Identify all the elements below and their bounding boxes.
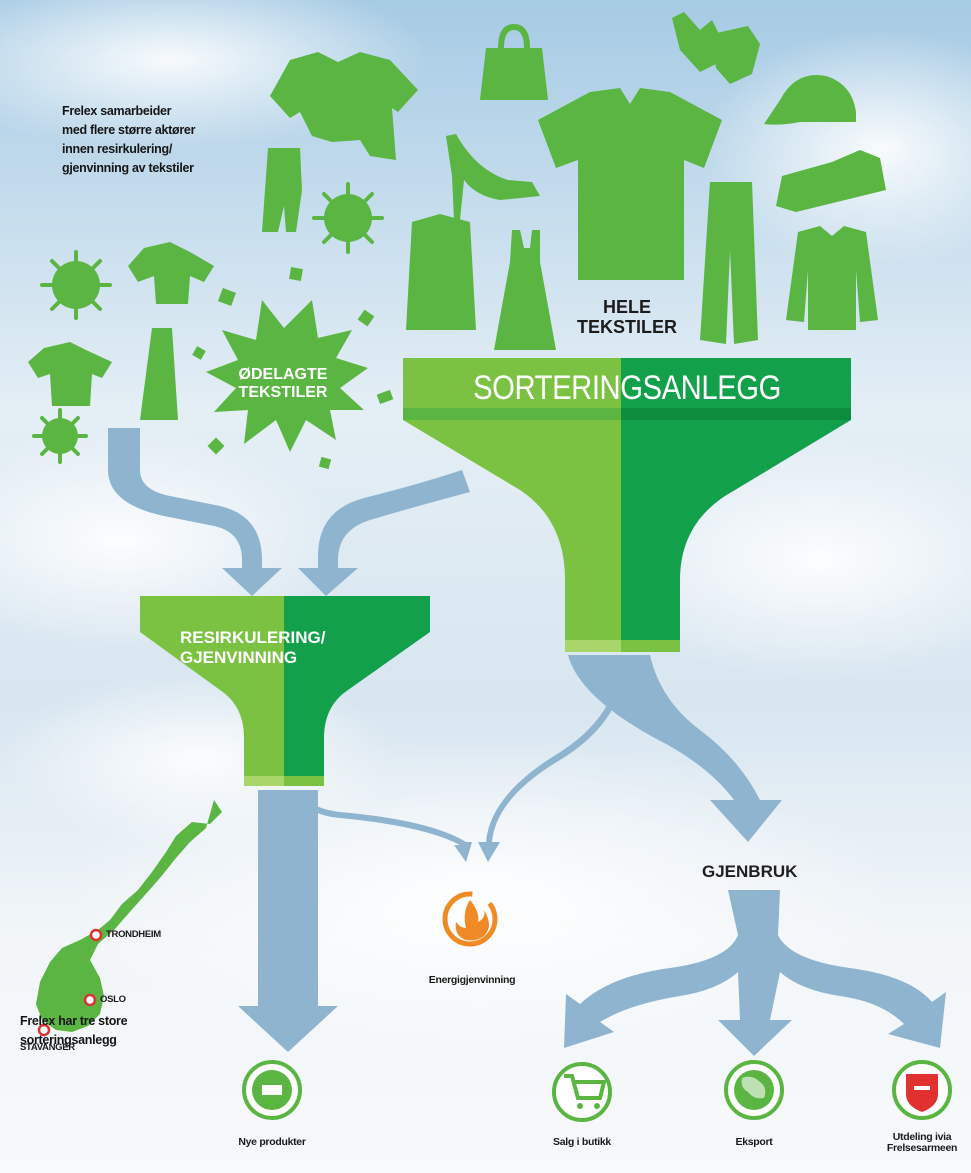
- map-caption-line-2: sorteringsanlegg: [20, 1033, 117, 1047]
- high-heel-icon: [446, 134, 540, 220]
- intro-line: med flere større aktører: [62, 123, 196, 137]
- globe-icon: [724, 1060, 784, 1120]
- burst-shape: [206, 300, 368, 452]
- damaged-textiles: [28, 52, 418, 470]
- map-caption-line-1: Frelex har tre store: [20, 1014, 128, 1028]
- dress-icon: [494, 230, 556, 350]
- damaged-textiles-line-2: TEKSTILER: [238, 384, 328, 401]
- whole-textiles: [406, 12, 886, 350]
- torn-tshirt-icon: [270, 52, 418, 160]
- recycling-label: RESIRKULERING/ GJENVINNING: [180, 628, 400, 668]
- salvation-army-icon: [892, 1060, 952, 1120]
- energy-recovery-label: Energigjenvinning: [428, 974, 516, 986]
- pants-icon: [700, 182, 758, 344]
- intro-line: gjenvinning av tekstiler: [62, 161, 194, 175]
- mite-spikes: [32, 182, 384, 464]
- energy-recovery-icon: [442, 891, 498, 947]
- distribution-label: Utdeling ivia Frelsesarmeen: [876, 1132, 968, 1154]
- arrow-sorting-to-energy: [478, 656, 626, 862]
- damaged-tshirt-icon: [128, 242, 214, 304]
- sweater-icon: [786, 226, 878, 330]
- new-products-label: Nye produkter: [238, 1136, 306, 1148]
- marker-oslo: [83, 993, 97, 1007]
- damaged-textiles-line-1: ØDELAGTE: [238, 366, 328, 383]
- arrow-sorting-to-recycling: [298, 470, 470, 596]
- shopping-cart-icon: [552, 1062, 612, 1122]
- norway-map-shape: [36, 800, 222, 1032]
- sneaker-icon: [776, 150, 886, 212]
- cap-icon: [764, 75, 856, 125]
- distribution-line-2: Frelsesarmeen: [886, 1142, 958, 1154]
- distribution-line-1: Utdeling ivia: [892, 1131, 952, 1143]
- city-label-oslo: OSLO: [100, 994, 126, 1005]
- marker-trondheim: [89, 928, 103, 942]
- torn-shorts-icon: [262, 148, 302, 232]
- whole-textiles-label: HELE TEKSTILER: [572, 297, 682, 337]
- sorting-facility-title: SORTERINGSANLEGG: [473, 369, 781, 407]
- reuse-label: GJENBRUK: [702, 862, 798, 881]
- arrow-sorting-to-gjenbruk: [568, 655, 782, 842]
- arrow-damaged-to-recycling: [108, 428, 282, 596]
- new-products-icon: [242, 1060, 302, 1120]
- intro-text: Frelex samarbeider med flere større aktø…: [62, 102, 292, 178]
- intro-line: innen resirkulering/: [62, 142, 173, 156]
- sorting-funnel: [403, 358, 851, 652]
- map-city-markers: [37, 928, 103, 1037]
- whole-textiles-line-2: TEKSTILER: [576, 317, 677, 337]
- damaged-textiles-label: ØDELAGTE TEKSTILER: [208, 366, 358, 402]
- gloves-icon: [672, 12, 760, 84]
- jacket-icon: [406, 214, 476, 330]
- recycling-line-2: GJENVINNING: [180, 648, 298, 667]
- city-label-stavanger: STAVANGER: [20, 1042, 75, 1053]
- whole-textiles-line-1: HELE: [602, 297, 651, 317]
- flow-arrows: [108, 428, 946, 1056]
- recycling-funnel: [140, 596, 430, 786]
- handbag-icon: [480, 24, 548, 100]
- city-label-trondheim: TRONDHEIM: [106, 929, 161, 940]
- arrow-recycling-to-products: [238, 790, 338, 1052]
- recycling-line-1: RESIRKULERING/: [180, 628, 326, 647]
- store-sales-label: Salg i butikk: [553, 1136, 611, 1148]
- map-caption: Frelex har tre store sorteringsanlegg: [20, 1012, 190, 1050]
- export-label: Eksport: [735, 1136, 773, 1148]
- marker-stavanger: [37, 1023, 51, 1037]
- arrow-gjenbruk-split: [564, 890, 946, 1056]
- intro-line: Frelex samarbeider: [62, 104, 172, 118]
- polo-shirt-icon: [538, 88, 722, 280]
